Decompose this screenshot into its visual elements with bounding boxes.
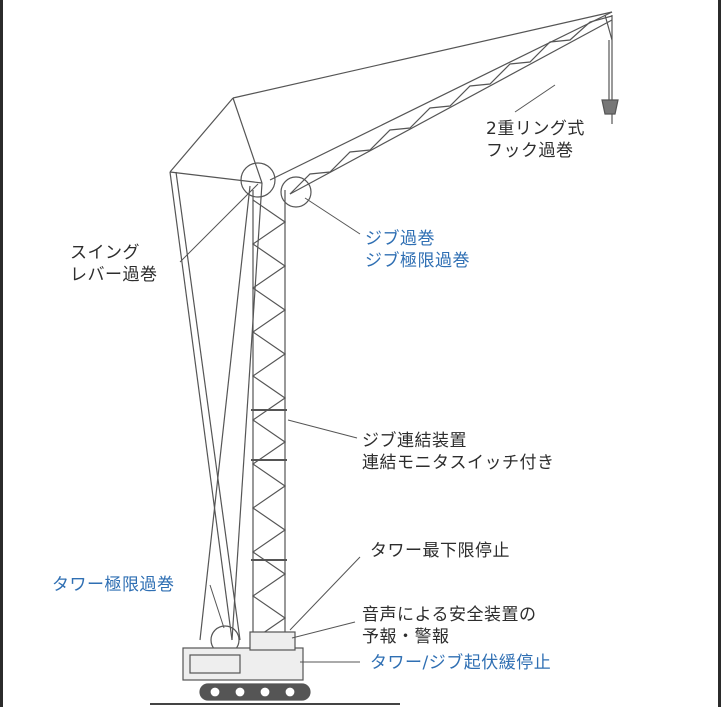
label-voice-safety-line2: 予報・警報 bbox=[362, 627, 450, 647]
label-swing-lever-line1: スイング bbox=[70, 243, 140, 263]
label-hook-overwind-line2: フック過巻 bbox=[486, 141, 574, 161]
mast-struts bbox=[169, 11, 613, 641]
crawler-base bbox=[182, 631, 311, 701]
jib-overwind-circle bbox=[280, 176, 312, 208]
label-voice-safety-line1: 音声による安全装置の bbox=[362, 605, 537, 625]
label-jib-overwind: ジブ過巻 ジブ極限過巻 bbox=[365, 228, 470, 272]
label-jib-coupling-line2: 連結モニタスイッチ付き bbox=[362, 453, 555, 473]
jib-boom bbox=[269, 11, 613, 195]
leader-lines bbox=[179, 84, 556, 663]
ground-line bbox=[150, 703, 400, 705]
hook-assembly bbox=[601, 14, 619, 124]
label-hook-overwind-line1: 2重リング式 bbox=[486, 119, 585, 139]
label-hook-overwind: 2重リング式 フック過巻 bbox=[486, 118, 585, 162]
label-tower-limit-overwind: タワー極限過巻 bbox=[52, 575, 175, 595]
label-jib-coupling-line1: ジブ連結装置 bbox=[362, 431, 467, 451]
label-luffing-slow-stop: タワー/ジブ起伏緩停止 bbox=[370, 653, 552, 673]
label-jib-overwind-line1: ジブ過巻 bbox=[365, 229, 435, 249]
swing-lever-circle bbox=[240, 162, 276, 198]
tower-mast bbox=[251, 190, 287, 641]
label-swing-lever-line2: レバー過巻 bbox=[70, 265, 158, 285]
label-jib-overwind-line2: ジブ極限過巻 bbox=[365, 251, 470, 271]
label-tower-lower-limit-stop: タワー最下限停止 bbox=[370, 541, 510, 561]
label-jib-coupling: ジブ連結装置 連結モニタスイッチ付き bbox=[362, 430, 555, 474]
label-swing-lever-overwind: スイング レバー過巻 bbox=[70, 242, 158, 286]
label-voice-safety: 音声による安全装置の 予報・警報 bbox=[362, 604, 537, 648]
